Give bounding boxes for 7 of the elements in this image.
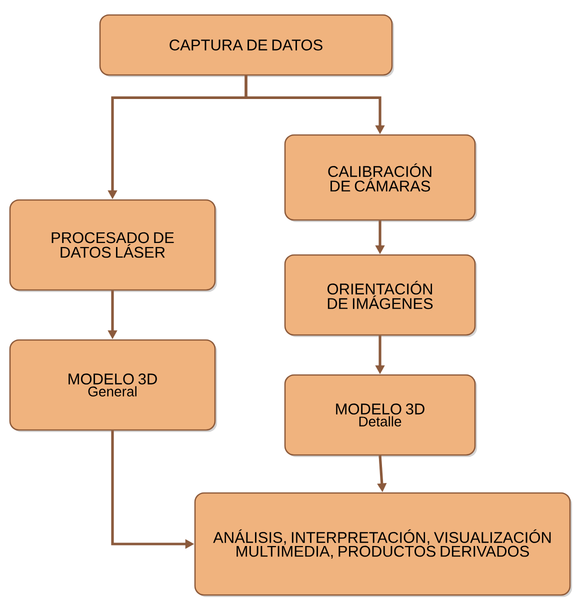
process-box: CALIBRACIÓN DE CÁMARAS — [284, 134, 477, 222]
process-box: ANÁLISIS, INTERPRETACIÓN, VISUALIZACIÓN MULTIMEDIA, PRODUCTOS DERIVADOS — [194, 492, 572, 597]
process-box: MODELO 3D Detalle — [284, 374, 477, 457]
process-box: PROCESADO DE DATOS LÁSER — [9, 199, 217, 292]
process-box: ORIENTACIÓN DE IMÁGENES — [284, 254, 477, 337]
process-box: CAPTURA DE DATOS — [99, 14, 394, 77]
process-box: MODELO 3D General — [9, 339, 217, 432]
